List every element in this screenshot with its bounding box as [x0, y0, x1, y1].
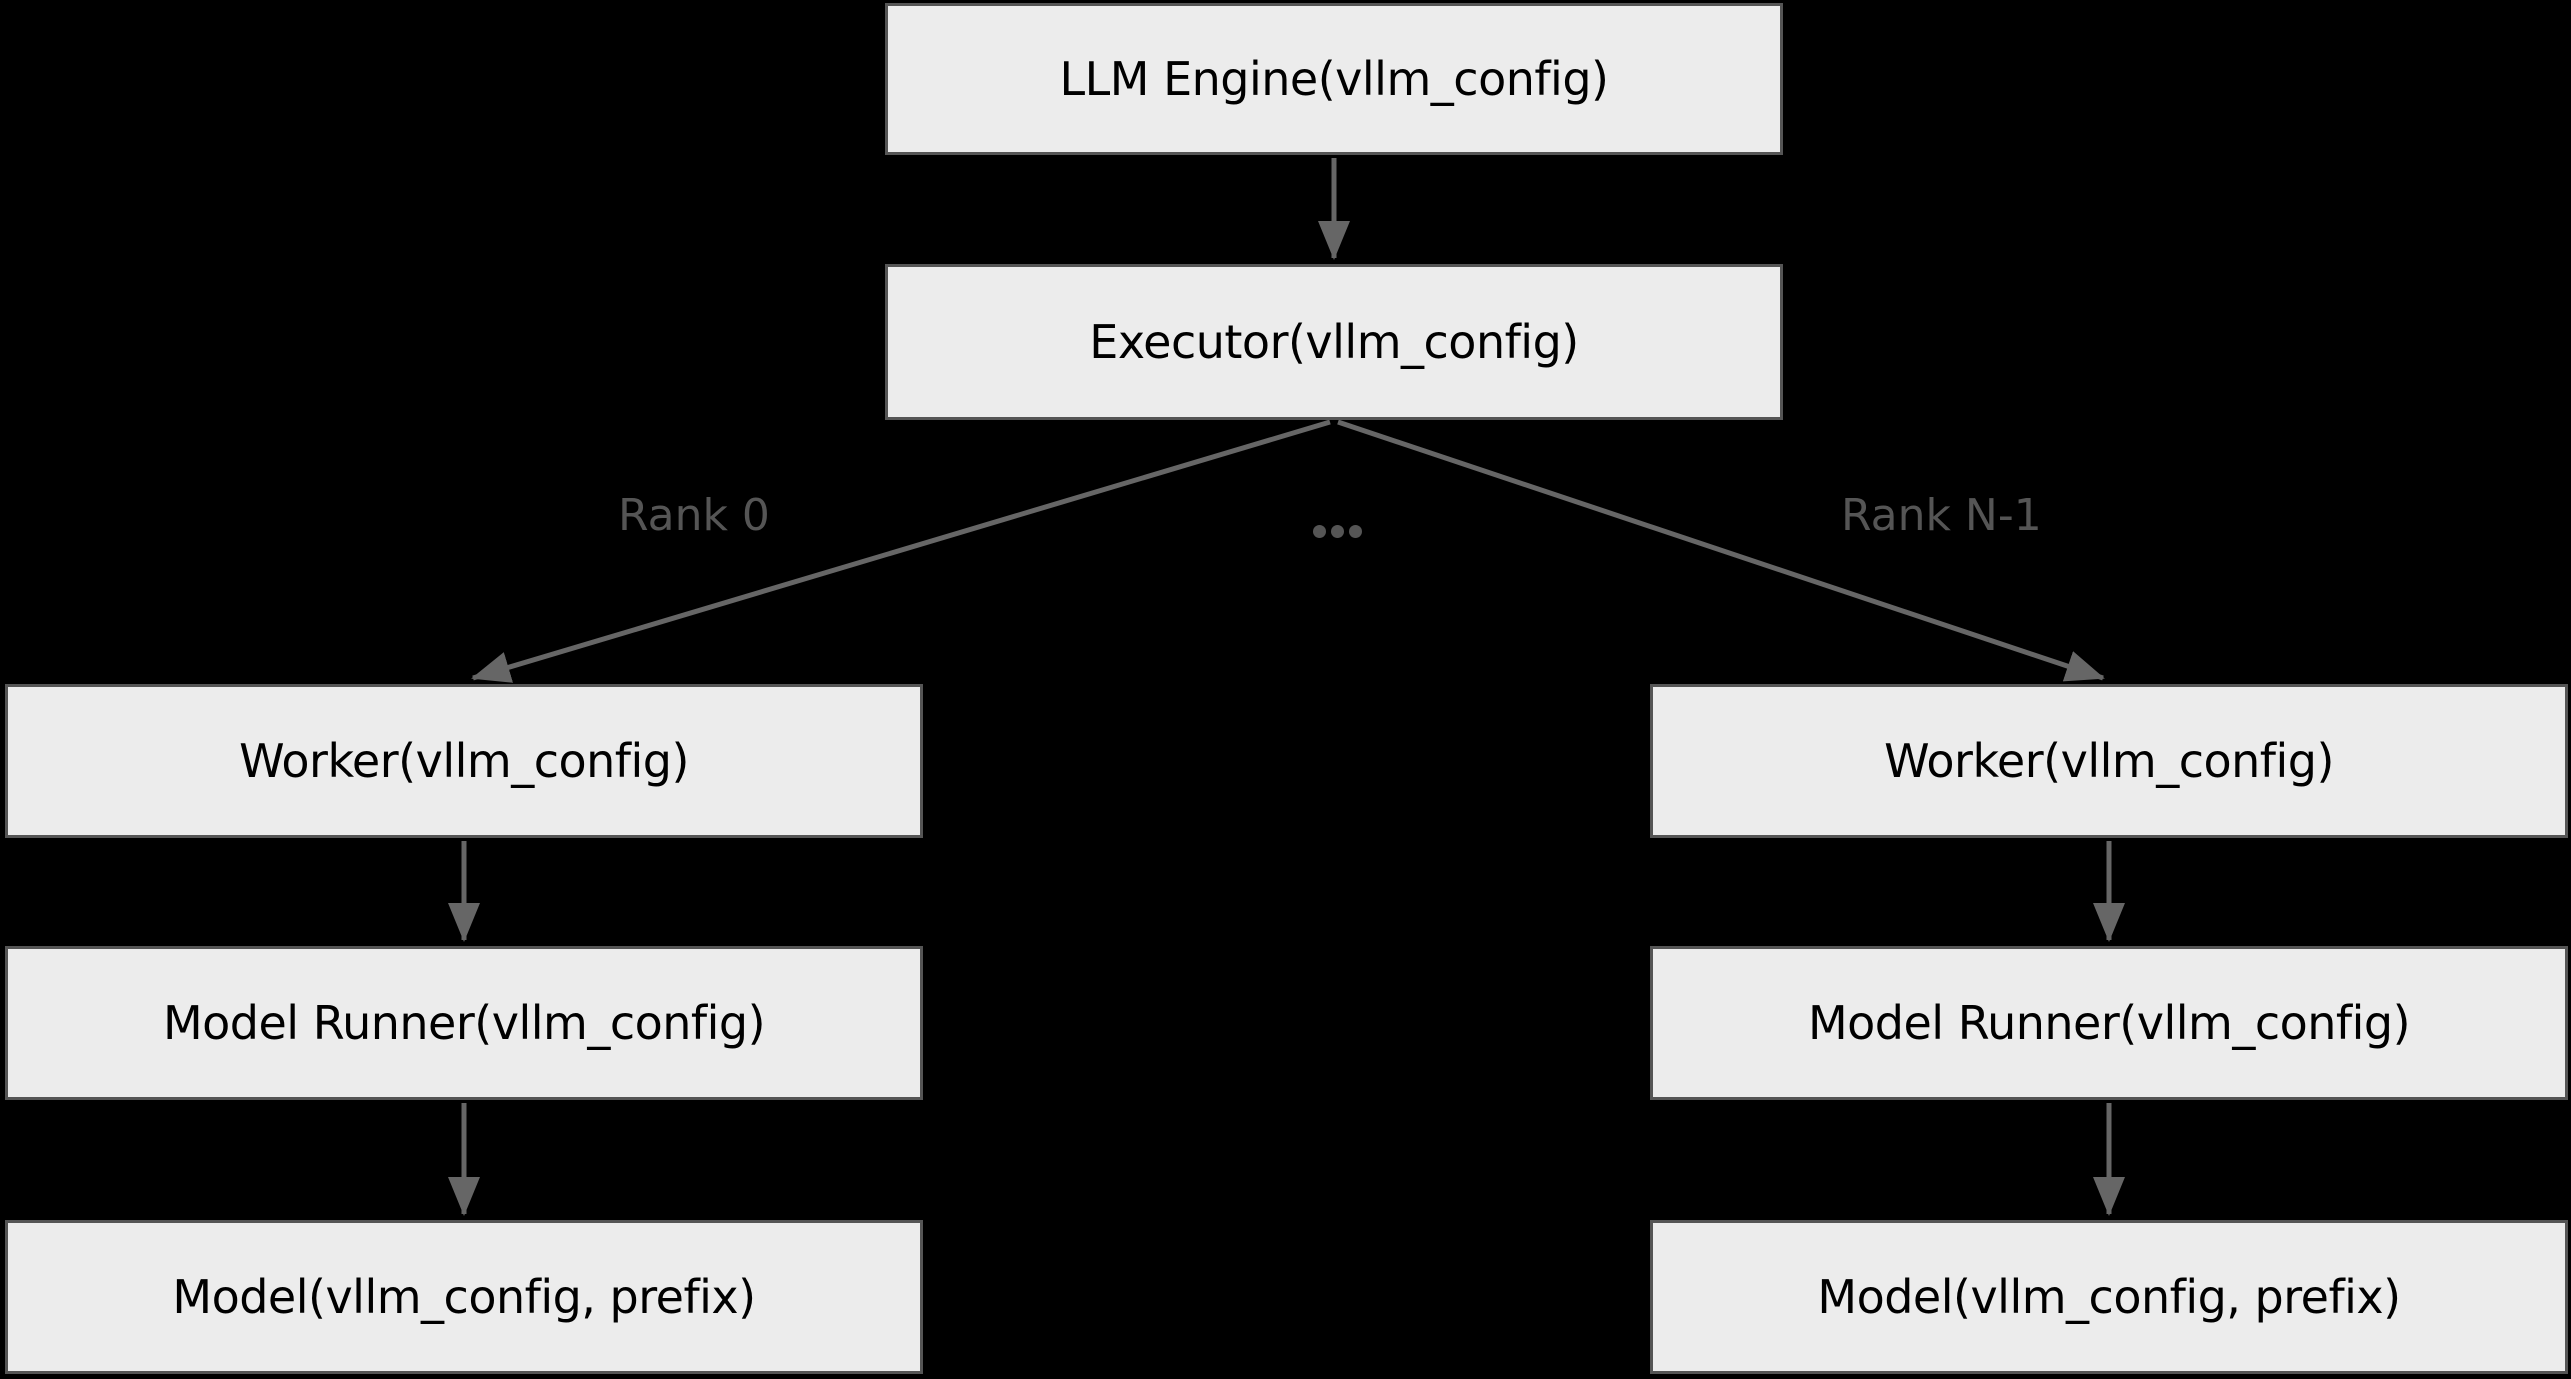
- node-worker-rank-n-label: Worker(vllm_config): [1884, 734, 2334, 788]
- node-worker-rank-0-label: Worker(vllm_config): [239, 734, 689, 788]
- ellipsis-icon: [1313, 525, 1362, 538]
- node-worker-rank-0[interactable]: Worker(vllm_config): [5, 684, 923, 838]
- node-llm-engine[interactable]: LLM Engine(vllm_config): [885, 3, 1783, 155]
- node-model-runner-rank-n[interactable]: Model Runner(vllm_config): [1650, 946, 2568, 1100]
- node-model-rank-n[interactable]: Model(vllm_config, prefix): [1650, 1220, 2568, 1374]
- node-model-runner-rank-0[interactable]: Model Runner(vllm_config): [5, 946, 923, 1100]
- node-model-runner-rank-n-label: Model Runner(vllm_config): [1807, 996, 2411, 1050]
- node-model-rank-n-label: Model(vllm_config, prefix): [1817, 1270, 2401, 1324]
- ellipsis-dot: [1331, 525, 1344, 538]
- edge-executor-to-worker-0: [471, 419, 1331, 683]
- edge-executor-to-worker-n: [1337, 419, 2105, 682]
- edge-label-rank-n: Rank N-1: [1841, 490, 2042, 541]
- edge-label-rank-0: Rank 0: [618, 490, 770, 541]
- node-executor-label: Executor(vllm_config): [1089, 315, 1579, 369]
- ellipsis-dot: [1349, 525, 1362, 538]
- node-worker-rank-n[interactable]: Worker(vllm_config): [1650, 684, 2568, 838]
- ellipsis-dot: [1313, 525, 1326, 538]
- node-model-rank-0[interactable]: Model(vllm_config, prefix): [5, 1220, 923, 1374]
- node-executor[interactable]: Executor(vllm_config): [885, 264, 1783, 420]
- node-llm-engine-label: LLM Engine(vllm_config): [1059, 52, 1609, 106]
- node-model-rank-0-label: Model(vllm_config, prefix): [172, 1270, 756, 1324]
- node-model-runner-rank-0-label: Model Runner(vllm_config): [162, 996, 766, 1050]
